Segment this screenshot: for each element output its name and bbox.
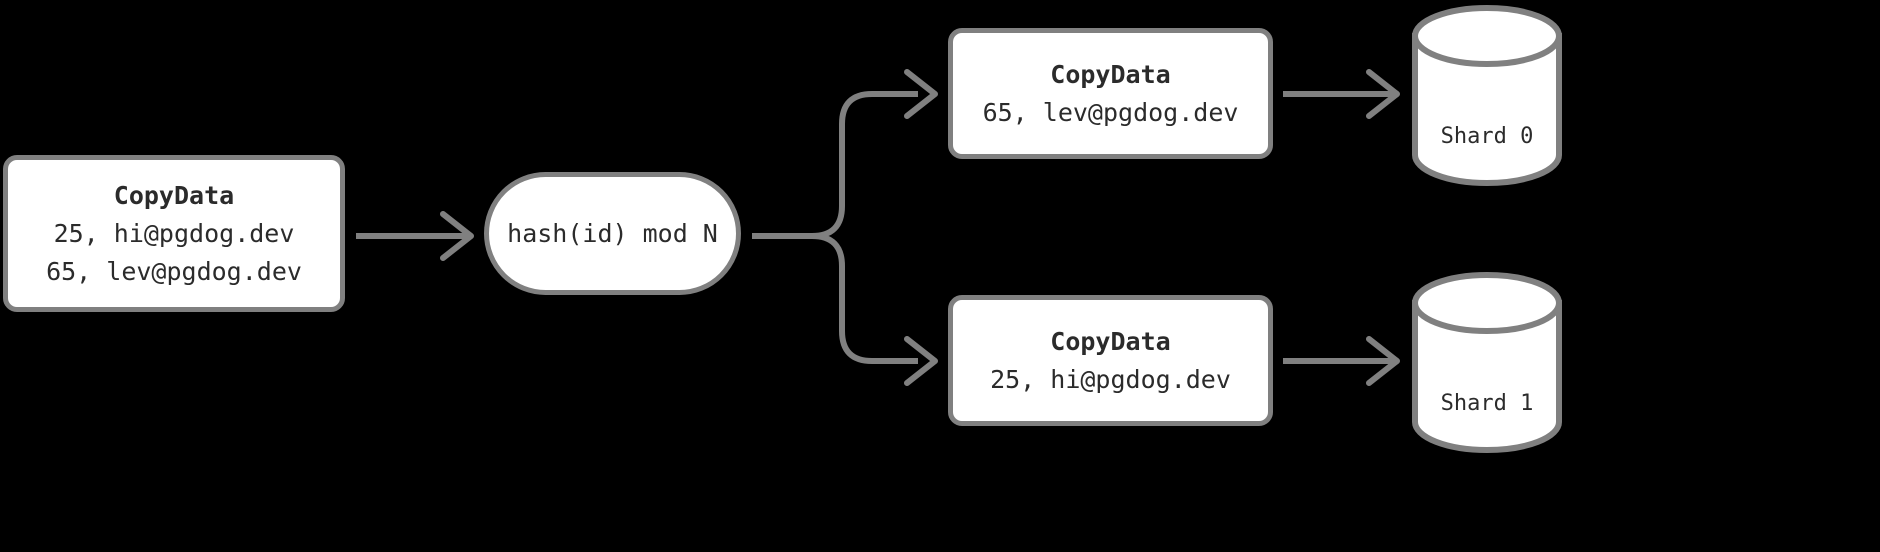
shard0-label: Shard 0 xyxy=(1440,124,1534,149)
node-source-copydata[interactable]: CopyData 25, hi@pgdog.dev 65, lev@pgdog.… xyxy=(3,155,345,312)
node-copydata-shard0-title: CopyData xyxy=(1050,59,1171,89)
node-copydata-shard0-row-1: 65, lev@pgdog.dev xyxy=(982,97,1239,127)
node-hash-function[interactable]: hash(id) mod N xyxy=(484,172,741,295)
node-source-title: CopyData xyxy=(113,180,235,210)
node-source-row-2: 65, lev@pgdog.dev xyxy=(46,256,302,286)
node-shard0-database[interactable]: Shard 0 xyxy=(1410,6,1564,184)
node-copydata-shard1[interactable]: CopyData 25, hi@pgdog.dev xyxy=(948,295,1273,426)
node-shard1-database[interactable]: Shard 1 xyxy=(1410,273,1564,451)
node-source-row-1: 25, hi@pgdog.dev xyxy=(53,218,295,248)
node-copydata-shard1-title: CopyData xyxy=(1050,326,1171,356)
node-copydata-shard1-row-1: 25, hi@pgdog.dev xyxy=(990,364,1231,394)
shard1-cylinder-shape xyxy=(1412,272,1562,453)
edge-copy-top-to-shard0 xyxy=(1283,69,1400,119)
node-copydata-shard0[interactable]: CopyData 65, lev@pgdog.dev xyxy=(948,28,1273,159)
edge-hash-to-copy-top xyxy=(752,69,938,239)
node-hash-label: hash(id) mod N xyxy=(507,218,718,248)
edge-source-to-hash xyxy=(356,211,474,261)
edge-hash-to-copy-bottom xyxy=(752,233,938,386)
shard1-label: Shard 1 xyxy=(1440,391,1534,416)
edge-copy-bottom-to-shard1 xyxy=(1283,336,1400,386)
shard0-cylinder-shape xyxy=(1412,5,1562,186)
